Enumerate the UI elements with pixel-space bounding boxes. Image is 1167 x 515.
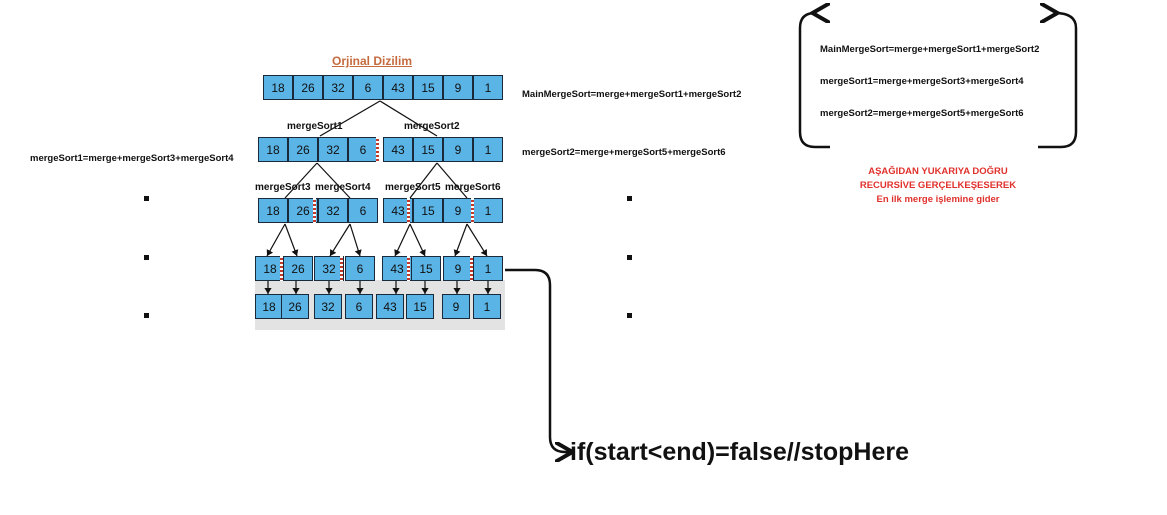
array-cell: 32: [318, 198, 348, 223]
tree-edge: [319, 100, 381, 137]
array-cell: 9: [443, 256, 473, 281]
tree-edge: [394, 223, 411, 257]
array-cell: 32: [314, 294, 342, 319]
array-cell: 6: [353, 75, 383, 100]
array-cell: 18: [263, 75, 293, 100]
array-cell: 9: [443, 137, 473, 162]
label-mergesort4: mergeSort4: [315, 182, 371, 193]
array-cell: 26: [281, 294, 309, 319]
split-marker: [376, 137, 379, 162]
split-marker: [407, 198, 410, 223]
bullet-dot: [627, 313, 632, 318]
tree-edge: [316, 162, 351, 199]
array-cell: 9: [443, 75, 473, 100]
box-line-ms2: mergeSort2=merge+mergeSort5+mergeSort6: [820, 108, 1024, 119]
array-cell: 18: [258, 137, 288, 162]
array-cell: 1: [473, 75, 503, 100]
tree-edge: [409, 162, 438, 199]
array-cell: 1: [473, 137, 503, 162]
array-cell: 9: [442, 294, 470, 319]
array-cell: 6: [345, 256, 375, 281]
tree-edge: [329, 223, 351, 257]
array-cell: 18: [255, 294, 283, 319]
label-mergesort1: mergeSort1: [287, 121, 343, 132]
array-cell: 15: [411, 256, 441, 281]
array-cell: 43: [383, 137, 413, 162]
array-cell: 43: [383, 75, 413, 100]
label-mergesort3: mergeSort3: [255, 182, 311, 193]
split-marker: [470, 256, 473, 281]
box-line-main: MainMergeSort=merge+mergeSort1+mergeSort…: [820, 44, 1040, 55]
red-note-line-3: En ilk merge işlemine gider: [876, 194, 1000, 205]
tree-edge: [349, 223, 362, 257]
bullet-dot: [144, 313, 149, 318]
split-marker: [407, 256, 410, 281]
split-marker: [340, 256, 343, 281]
panel-title: Orjinal Dizilim: [332, 54, 413, 68]
array-cell: 26: [293, 75, 323, 100]
tree-edge: [436, 162, 468, 199]
array-cell: 15: [413, 198, 443, 223]
stop-condition: if(start<end)=false//stopHere: [570, 438, 909, 466]
red-note-line-1: AŞAĞIDAN YUKARIYA DOĞRU: [868, 166, 1008, 177]
tree-edge: [284, 162, 318, 199]
array-cell: 9: [443, 198, 473, 223]
array-cell: 32: [323, 75, 353, 100]
stop-connector: [502, 268, 570, 452]
bullet-dot: [144, 196, 149, 201]
array-cell: 18: [258, 198, 288, 223]
array-cell: 32: [318, 137, 348, 162]
split-marker: [313, 198, 316, 223]
label-mergesort6: mergeSort6: [445, 182, 501, 193]
array-cell: 32: [314, 256, 344, 281]
array-cell: 26: [283, 256, 313, 281]
label-mergesort5: mergeSort5: [385, 182, 441, 193]
bullet-dot: [144, 255, 149, 260]
array-cell: 15: [413, 137, 443, 162]
tree-edge: [379, 100, 438, 137]
right-note-ms2: mergeSort2=merge+mergeSort5+mergeSort6: [522, 147, 726, 158]
bullet-dot: [627, 255, 632, 260]
split-marker: [280, 256, 283, 281]
tree-edge: [284, 223, 299, 257]
array-cell: 1: [473, 256, 503, 281]
bracket-left: [798, 13, 830, 149]
array-cell: 6: [348, 198, 378, 223]
array-cell: 1: [473, 294, 501, 319]
array-cell: 1: [473, 198, 503, 223]
red-note-line-2: RECURSİVE GERÇELKEŞESEREK: [859, 180, 1017, 191]
tree-edge: [266, 223, 286, 257]
array-cell: 6: [348, 137, 378, 162]
bracket-right: [1038, 13, 1078, 149]
array-cell: 6: [345, 294, 373, 319]
box-line-ms1: mergeSort1=merge+mergeSort3+mergeSort4: [820, 76, 1024, 87]
right-note-main: MainMergeSort=merge+mergeSort1+mergeSort…: [522, 89, 742, 100]
tree-edge: [466, 223, 488, 257]
bullet-dot: [627, 196, 632, 201]
tree-lines: [264, 100, 492, 294]
left-note: mergeSort1=merge+mergeSort3+mergeSort4: [30, 153, 234, 164]
array-cell: 15: [406, 294, 434, 319]
array-cell: 43: [376, 294, 404, 319]
tree-edge: [453, 223, 468, 257]
label-mergesort2: mergeSort2: [404, 121, 460, 132]
split-marker: [471, 198, 474, 223]
array-cell: 15: [413, 75, 443, 100]
array-cell: 26: [288, 137, 318, 162]
tree-edge: [409, 223, 426, 257]
